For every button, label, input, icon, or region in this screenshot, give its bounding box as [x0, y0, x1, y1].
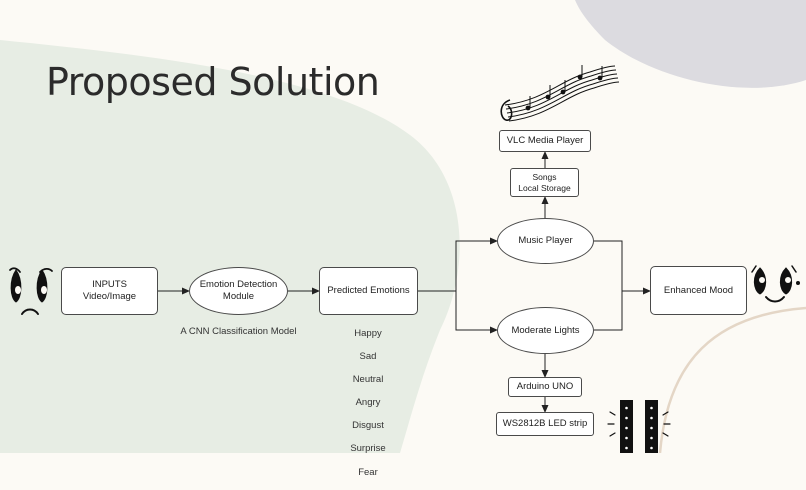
- emotion-list: Happy Sad Neutral Angry Disgust Surprise…: [338, 316, 398, 490]
- emotion-item: Surprise: [350, 443, 386, 455]
- flow-arrows: [158, 151, 651, 413]
- slide-title: Proposed Solution: [46, 60, 380, 104]
- enhanced-mood-node: Enhanced Mood: [650, 266, 747, 315]
- emotion-detection-node: Emotion Detection Module: [189, 267, 288, 315]
- emotion-item: Angry: [355, 397, 381, 409]
- emotion-item: Sad: [359, 350, 377, 362]
- led-strip-icon: [607, 400, 671, 453]
- happy-face-icon: [751, 265, 800, 303]
- beige-curve: [658, 306, 806, 453]
- arrow-lights-to-mood: [594, 291, 623, 331]
- arduino-node: Arduino UNO: [508, 377, 582, 397]
- arrow-predicted-to-lights: [455, 291, 498, 334]
- arrow-music-to-mood: [594, 240, 651, 295]
- arrow-predicted-to-music: [418, 237, 498, 292]
- slide: Proposed Solution INPUTS Video/Image Emo…: [0, 0, 806, 478]
- sad-face-icon: [9, 267, 53, 315]
- emotion-item: Disgust: [352, 420, 384, 432]
- led-strip-node: WS2812B LED strip: [496, 412, 594, 436]
- songs-storage-node: Songs Local Storage: [510, 168, 579, 197]
- emotion-item: Happy: [354, 327, 382, 339]
- green-blob: [0, 40, 460, 453]
- cnn-caption: A CNN Classification Model: [180, 326, 297, 337]
- background-shapes: [0, 0, 806, 453]
- emotion-item: Fear: [358, 466, 378, 478]
- music-player-node: Music Player: [497, 218, 594, 264]
- moderate-lights-node: Moderate Lights: [497, 307, 594, 354]
- vlc-player-node: VLC Media Player: [499, 130, 591, 152]
- predicted-emotions-node: Predicted Emotions: [319, 267, 418, 315]
- emotion-item: Neutral: [352, 373, 384, 385]
- music-notes-icon: [500, 65, 620, 122]
- gray-blob: [575, 0, 806, 88]
- inputs-node: INPUTS Video/Image: [61, 267, 158, 315]
